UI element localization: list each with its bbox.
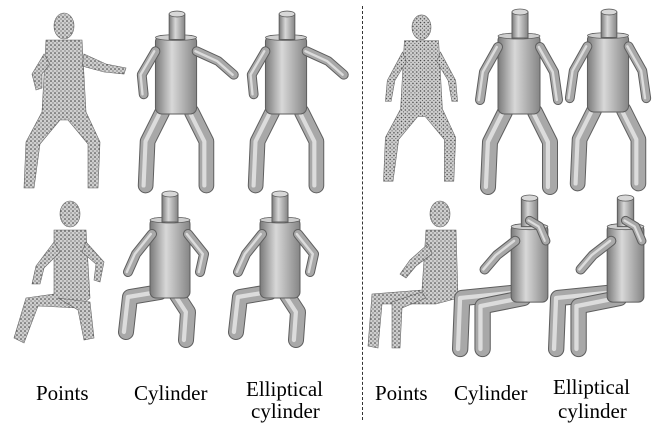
right-top-points (384, 15, 458, 181)
leg-points (392, 292, 426, 348)
label-elliptical-cylinder-right: cylinder (558, 400, 627, 422)
head-cylinder (601, 12, 617, 37)
left-top-elliptical (251, 11, 344, 185)
torso (150, 218, 190, 298)
right-bottom-cylinder (458, 195, 548, 349)
label-points-left: Points (36, 382, 89, 404)
label-cylinder-left: Cylinder (134, 382, 208, 404)
right-top-elliptical (569, 9, 647, 183)
head-cylinder (162, 194, 178, 222)
head-cylinder (279, 14, 295, 39)
right-bottom-elliptical (554, 195, 644, 349)
torso (498, 34, 540, 114)
left-top-points (24, 13, 126, 188)
left-bottom-points (14, 201, 104, 343)
head-cylinder (169, 14, 185, 39)
head-points (430, 201, 450, 227)
panel-divider (362, 6, 363, 420)
label-elliptical-left: Elliptical (246, 378, 323, 400)
label-points-right: Points (375, 382, 428, 404)
head-points (54, 13, 74, 39)
right-top-cylinder (479, 9, 558, 187)
head-points (60, 201, 80, 227)
head-cylinder (272, 194, 288, 222)
label-elliptical-right: Elliptical (553, 376, 630, 398)
body-points (368, 230, 458, 348)
left-bottom-elliptical (234, 191, 314, 340)
left-bottom-cylinder (124, 191, 204, 340)
torso (265, 36, 306, 114)
head-cylinder (512, 12, 528, 38)
label-cylinder-right: Cylinder (454, 382, 528, 404)
head-points (412, 15, 431, 40)
label-elliptical-cylinder-left: cylinder (251, 400, 320, 422)
right-bottom-points (368, 201, 458, 348)
left-top-cylinder (141, 11, 234, 185)
torso (587, 34, 628, 112)
torso (155, 36, 196, 114)
torso (260, 218, 300, 298)
